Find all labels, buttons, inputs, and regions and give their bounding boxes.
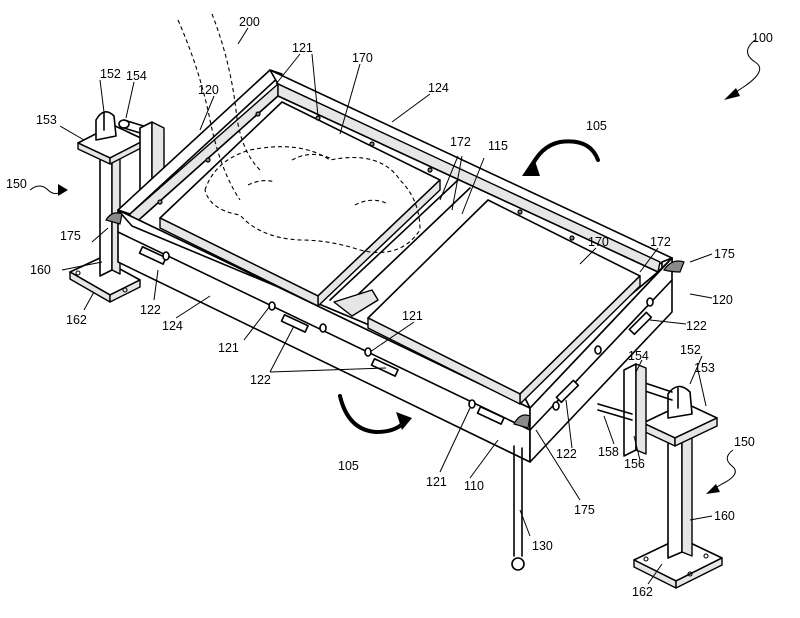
hardware <box>138 111 654 425</box>
right-pillow-block <box>667 385 693 419</box>
label-172-right: 172 <box>650 235 671 249</box>
label-150-left: 150 <box>6 177 27 191</box>
label-120-right: 120 <box>712 293 733 307</box>
right-pivot-arm <box>623 363 637 457</box>
cross-rod <box>597 403 633 415</box>
label-121-bottom: 121 <box>426 475 447 489</box>
label-172-top: 172 <box>450 135 471 149</box>
label-121-mid: 121 <box>402 309 423 323</box>
label-175-bottom: 175 <box>574 503 595 517</box>
arrow-105-bottom <box>338 394 406 434</box>
label-122-right: 122 <box>686 319 707 333</box>
label-120-left: 120 <box>198 83 219 97</box>
label-200: 200 <box>239 15 260 29</box>
label-175-right: 175 <box>714 247 735 261</box>
reference-arrows <box>29 39 761 494</box>
label-175-left: 175 <box>60 229 81 243</box>
label-124-top: 124 <box>428 81 449 95</box>
label-152-right: 152 <box>680 343 701 357</box>
frame-left-rail-top <box>117 69 283 215</box>
label-162-left: 162 <box>66 313 87 327</box>
label-105-top: 105 <box>586 119 607 133</box>
handle-122-d <box>476 405 505 425</box>
label-150-right: 150 <box>734 435 755 449</box>
label-170-right: 170 <box>588 235 609 249</box>
support-leg <box>511 445 525 571</box>
label-170-top: 170 <box>352 51 373 65</box>
separator-bar <box>329 179 459 301</box>
bolts <box>157 111 654 411</box>
label-110: 110 <box>464 479 484 493</box>
label-121-left: 121 <box>218 341 239 355</box>
label-105-bottom: 105 <box>338 459 359 473</box>
clamp-right <box>663 260 685 273</box>
reference-numerals: 100 200 121 170 124 120 105 172 115 170 … <box>6 15 773 599</box>
label-130: 130 <box>532 539 553 553</box>
handle-122-e <box>555 379 580 404</box>
handle-122-a <box>138 245 167 265</box>
label-124-front: 124 <box>162 319 183 333</box>
arrow-105-top <box>528 139 600 172</box>
label-153-right: 153 <box>694 361 715 375</box>
label-122-left: 122 <box>140 303 161 317</box>
label-160-left: 160 <box>30 263 51 277</box>
label-160-right: 160 <box>714 509 735 523</box>
left-pillow-block <box>95 111 117 141</box>
left-stand <box>69 111 165 303</box>
label-115: 115 <box>488 139 508 153</box>
handle-122-c <box>370 357 399 377</box>
rotation-arrows <box>338 139 600 434</box>
label-152-left: 152 <box>100 67 121 81</box>
clamp-front <box>513 414 531 429</box>
label-154-right: 154 <box>628 349 649 363</box>
dashed-object <box>177 13 421 254</box>
label-121-top: 121 <box>292 41 313 55</box>
leader-lines <box>59 27 713 585</box>
wedge-block <box>333 289 379 317</box>
label-158: 158 <box>598 445 619 459</box>
right-stand <box>597 363 723 589</box>
label-162-right: 162 <box>632 585 653 599</box>
label-156: 156 <box>624 457 645 471</box>
handle-122-f <box>628 311 653 336</box>
label-153-left: 153 <box>36 113 57 127</box>
clamp-left <box>105 212 123 225</box>
plates <box>159 101 641 405</box>
label-100: 100 <box>752 31 773 45</box>
label-154-left: 154 <box>126 69 147 83</box>
clamps <box>105 212 685 429</box>
label-122-mid: 122 <box>250 373 271 387</box>
label-122-bottom: 122 <box>556 447 577 461</box>
